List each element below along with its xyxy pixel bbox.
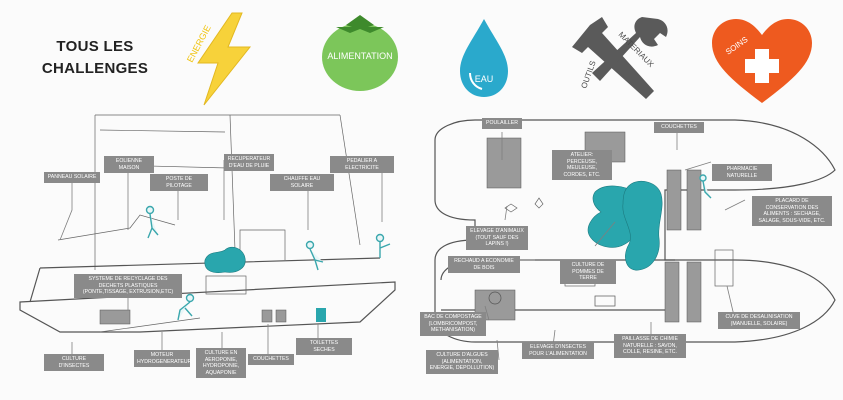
label-chauffe-eau: CHAUFFE EAU SOLAIRE <box>270 174 334 192</box>
label-cuve: CUVE DE DESALINISATION (MANUELLE, SOLAIR… <box>718 312 800 330</box>
challenge-icons: ENERGIE ALIMENTATION EAU OUTILS MATERIAU… <box>185 12 812 106</box>
label-paillasse: PAILLASSE DE CHIMIE NATURELLE : SAVON, C… <box>614 334 686 358</box>
label-elevage-insectes: ELEVAGE D'INSECTES POUR L'ALIMENTATION <box>522 342 594 360</box>
label-atelier: ATELIER: PERCEUSE, MEULEUSE, CORDES, ETC… <box>552 150 612 181</box>
lightning-bolt-icon <box>197 12 252 106</box>
label-algues: CULTURE D'ALGUES (ALIMENTATION, ENERGIE,… <box>426 350 498 374</box>
label-moteur: MOTEUR HYDROGENERATEUR <box>134 350 191 368</box>
heart-cross-icon <box>712 19 812 103</box>
challenge-label-alimentation: ALIMENTATION <box>327 51 392 61</box>
label-elevage-animaux: ELEVAGE D'ANIMAUX (TOUT SAUF DES LAPINS … <box>466 226 528 250</box>
label-pedalier: PEDALIER A ELECTRICITE <box>330 156 394 174</box>
water-drop-icon <box>460 19 508 97</box>
title-line-1: TOUS LES <box>56 38 134 55</box>
label-toilettes-seches: TOILETTES SECHES <box>296 338 352 356</box>
label-culture-insectes: CULTURE D'INSECTES <box>44 354 104 372</box>
challenge-label-eau: EAU <box>475 74 494 84</box>
label-couchettes-side: COUCHETTES <box>248 354 294 365</box>
label-placard: PLACARD DE CONSERVATION DES ALIMENTS : S… <box>752 196 832 227</box>
label-panneau-solaire: PANNEAU SOLAIRE <box>44 172 100 183</box>
label-couchettes-top: COUCHETTES <box>654 122 704 133</box>
label-pharmacie: PHARMACIE NATURELLE <box>712 164 772 182</box>
label-recyclage: SYSTEME DE RECYCLAGE DES DECHETS PLASTIQ… <box>74 274 182 298</box>
side-view-diagram <box>19 114 396 360</box>
label-rechaud: RECHAUD A ECONOMIE DE BOIS <box>448 256 520 274</box>
label-poulailler: POULAILLER <box>482 118 522 129</box>
tomato-icon <box>322 15 398 91</box>
tools-icon <box>572 17 668 99</box>
title-line-2: CHALLENGES <box>41 60 149 77</box>
label-pommes-de-terre: CULTURE DE POMMES DE TERRE <box>560 260 616 284</box>
label-eolienne-maison: EOLIENNE MAISON <box>104 156 154 174</box>
label-compost: BAC DE COMPOSTAGE (LOMBRICOMPOST, METHAN… <box>420 312 486 336</box>
label-recuperateur-eau: RECUPERATEUR D'EAU DE PLUIE <box>224 154 274 172</box>
label-culture-aeroponie: CULTURE EN AEROPONIE, HYDROPONIE, AQUAPO… <box>196 348 246 379</box>
page-title: TOUS LES CHALLENGES <box>30 36 160 80</box>
label-poste-pilotage: POSTE DE PILOTAGE <box>150 174 208 192</box>
